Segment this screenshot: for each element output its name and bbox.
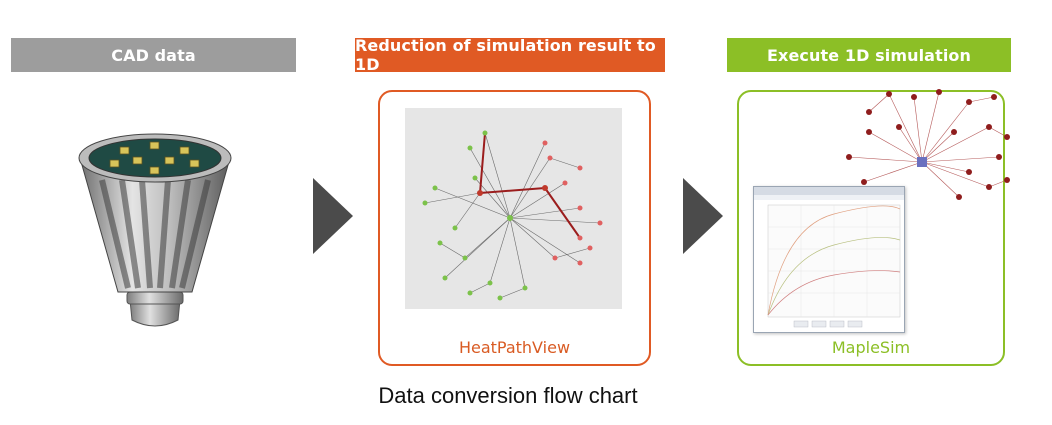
heat-path-network-graph <box>405 108 622 309</box>
reduction-header: Reduction of simulation result to 1D <box>355 36 665 74</box>
led-bulb-illustration <box>78 133 232 327</box>
flow-arrow-1 <box>313 178 353 254</box>
heatpathview-panel: HeatPathView <box>378 90 651 366</box>
maplesim-plot-window <box>753 186 905 333</box>
figure-caption: Data conversion flow chart <box>378 383 638 408</box>
execute-header: Execute 1D simulation <box>727 38 1011 72</box>
heatpathview-label: HeatPathView <box>458 338 571 357</box>
cad-data-header: CAD data <box>11 38 296 72</box>
flow-arrow-2 <box>683 178 723 254</box>
maplesim-label: MapleSim <box>831 338 911 357</box>
maplesim-panel: MapleSim <box>737 89 1010 366</box>
maplesim-network-graph <box>846 89 1010 200</box>
